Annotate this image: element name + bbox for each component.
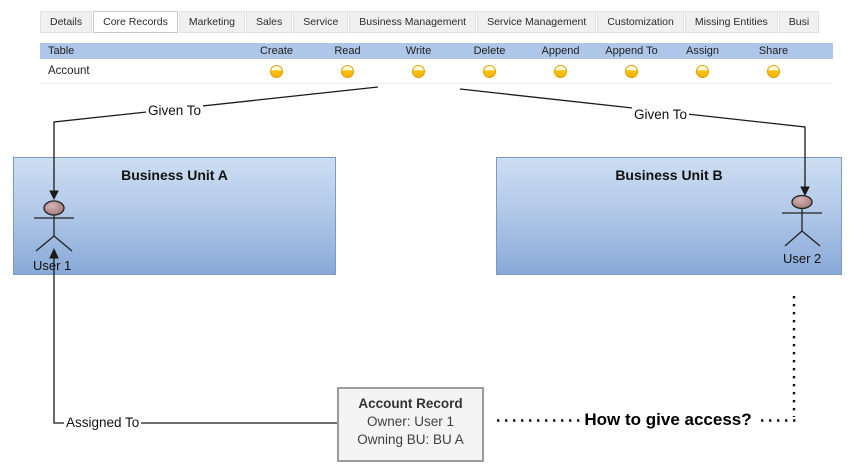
cell-assign: [667, 64, 738, 78]
col-header-append-to: Append To: [605, 45, 658, 57]
permission-level-delete-icon[interactable]: [483, 64, 496, 78]
account-record-owner: Owner: User 1: [366, 413, 455, 429]
tab-sales[interactable]: Sales: [246, 11, 293, 33]
business-unit-b-title: Business Unit B: [615, 167, 723, 183]
col-header-write: Write: [405, 45, 432, 57]
permission-level-append-to-icon[interactable]: [625, 64, 638, 78]
permission-level-write-icon[interactable]: [412, 64, 425, 78]
permission-level-share-icon[interactable]: [767, 64, 780, 78]
user-1-label: User 1: [33, 258, 72, 273]
tab-core-records[interactable]: Core Records: [93, 11, 178, 33]
tab-business-truncated[interactable]: Busi: [778, 11, 820, 33]
cell-create: [241, 64, 312, 78]
table-header-row: Table Create Read Write Delete Append Ap…: [40, 43, 833, 59]
business-unit-a-title: Business Unit A: [121, 167, 228, 183]
permission-level-create-icon[interactable]: [270, 64, 283, 78]
col-header-table: Table: [48, 45, 75, 57]
col-header-assign: Assign: [685, 45, 720, 57]
assigned-to-label: Assigned To: [64, 415, 142, 430]
tab-marketing[interactable]: Marketing: [178, 11, 245, 33]
cell-append: [525, 64, 596, 78]
tab-service[interactable]: Service: [293, 11, 349, 33]
col-header-append: Append: [541, 45, 580, 57]
account-record-title: Account Record: [358, 396, 463, 411]
account-record-box: Account Record Owner: User 1 Owning BU: …: [337, 387, 484, 462]
cell-append-to: [596, 64, 667, 78]
permissions-table: Table Create Read Write Delete Append Ap…: [40, 43, 833, 84]
tab-service-management[interactable]: Service Management: [477, 11, 597, 33]
col-header-share: Share: [758, 45, 789, 57]
tab-strip: Details Core Records Marketing Sales Ser…: [40, 11, 820, 33]
permission-level-read-icon[interactable]: [341, 64, 354, 78]
tab-customization[interactable]: Customization: [597, 11, 684, 33]
table-cell-name: Account: [48, 65, 90, 77]
col-header-delete: Delete: [473, 45, 506, 57]
tab-missing-entities[interactable]: Missing Entities: [684, 11, 778, 33]
tab-details[interactable]: Details: [40, 11, 93, 33]
dotted-connector: [497, 296, 798, 422]
col-header-create: Create: [259, 45, 294, 57]
cell-write: [383, 64, 454, 78]
permission-level-assign-icon[interactable]: [696, 64, 709, 78]
cell-delete: [454, 64, 525, 78]
given-to-left-label: Given To: [146, 103, 204, 118]
cell-read: [312, 64, 383, 78]
account-record-owning-bu: Owning BU: BU A: [357, 431, 464, 447]
permission-level-append-icon[interactable]: [554, 64, 567, 78]
user-2-label: User 2: [783, 251, 822, 266]
table-row-account: Account: [40, 59, 833, 84]
tab-business-management[interactable]: Business Management: [349, 11, 477, 33]
given-to-right-label: Given To: [632, 107, 690, 122]
how-to-give-access-label: How to give access?: [579, 410, 757, 430]
cell-share: [738, 64, 809, 78]
col-header-read: Read: [334, 45, 361, 57]
